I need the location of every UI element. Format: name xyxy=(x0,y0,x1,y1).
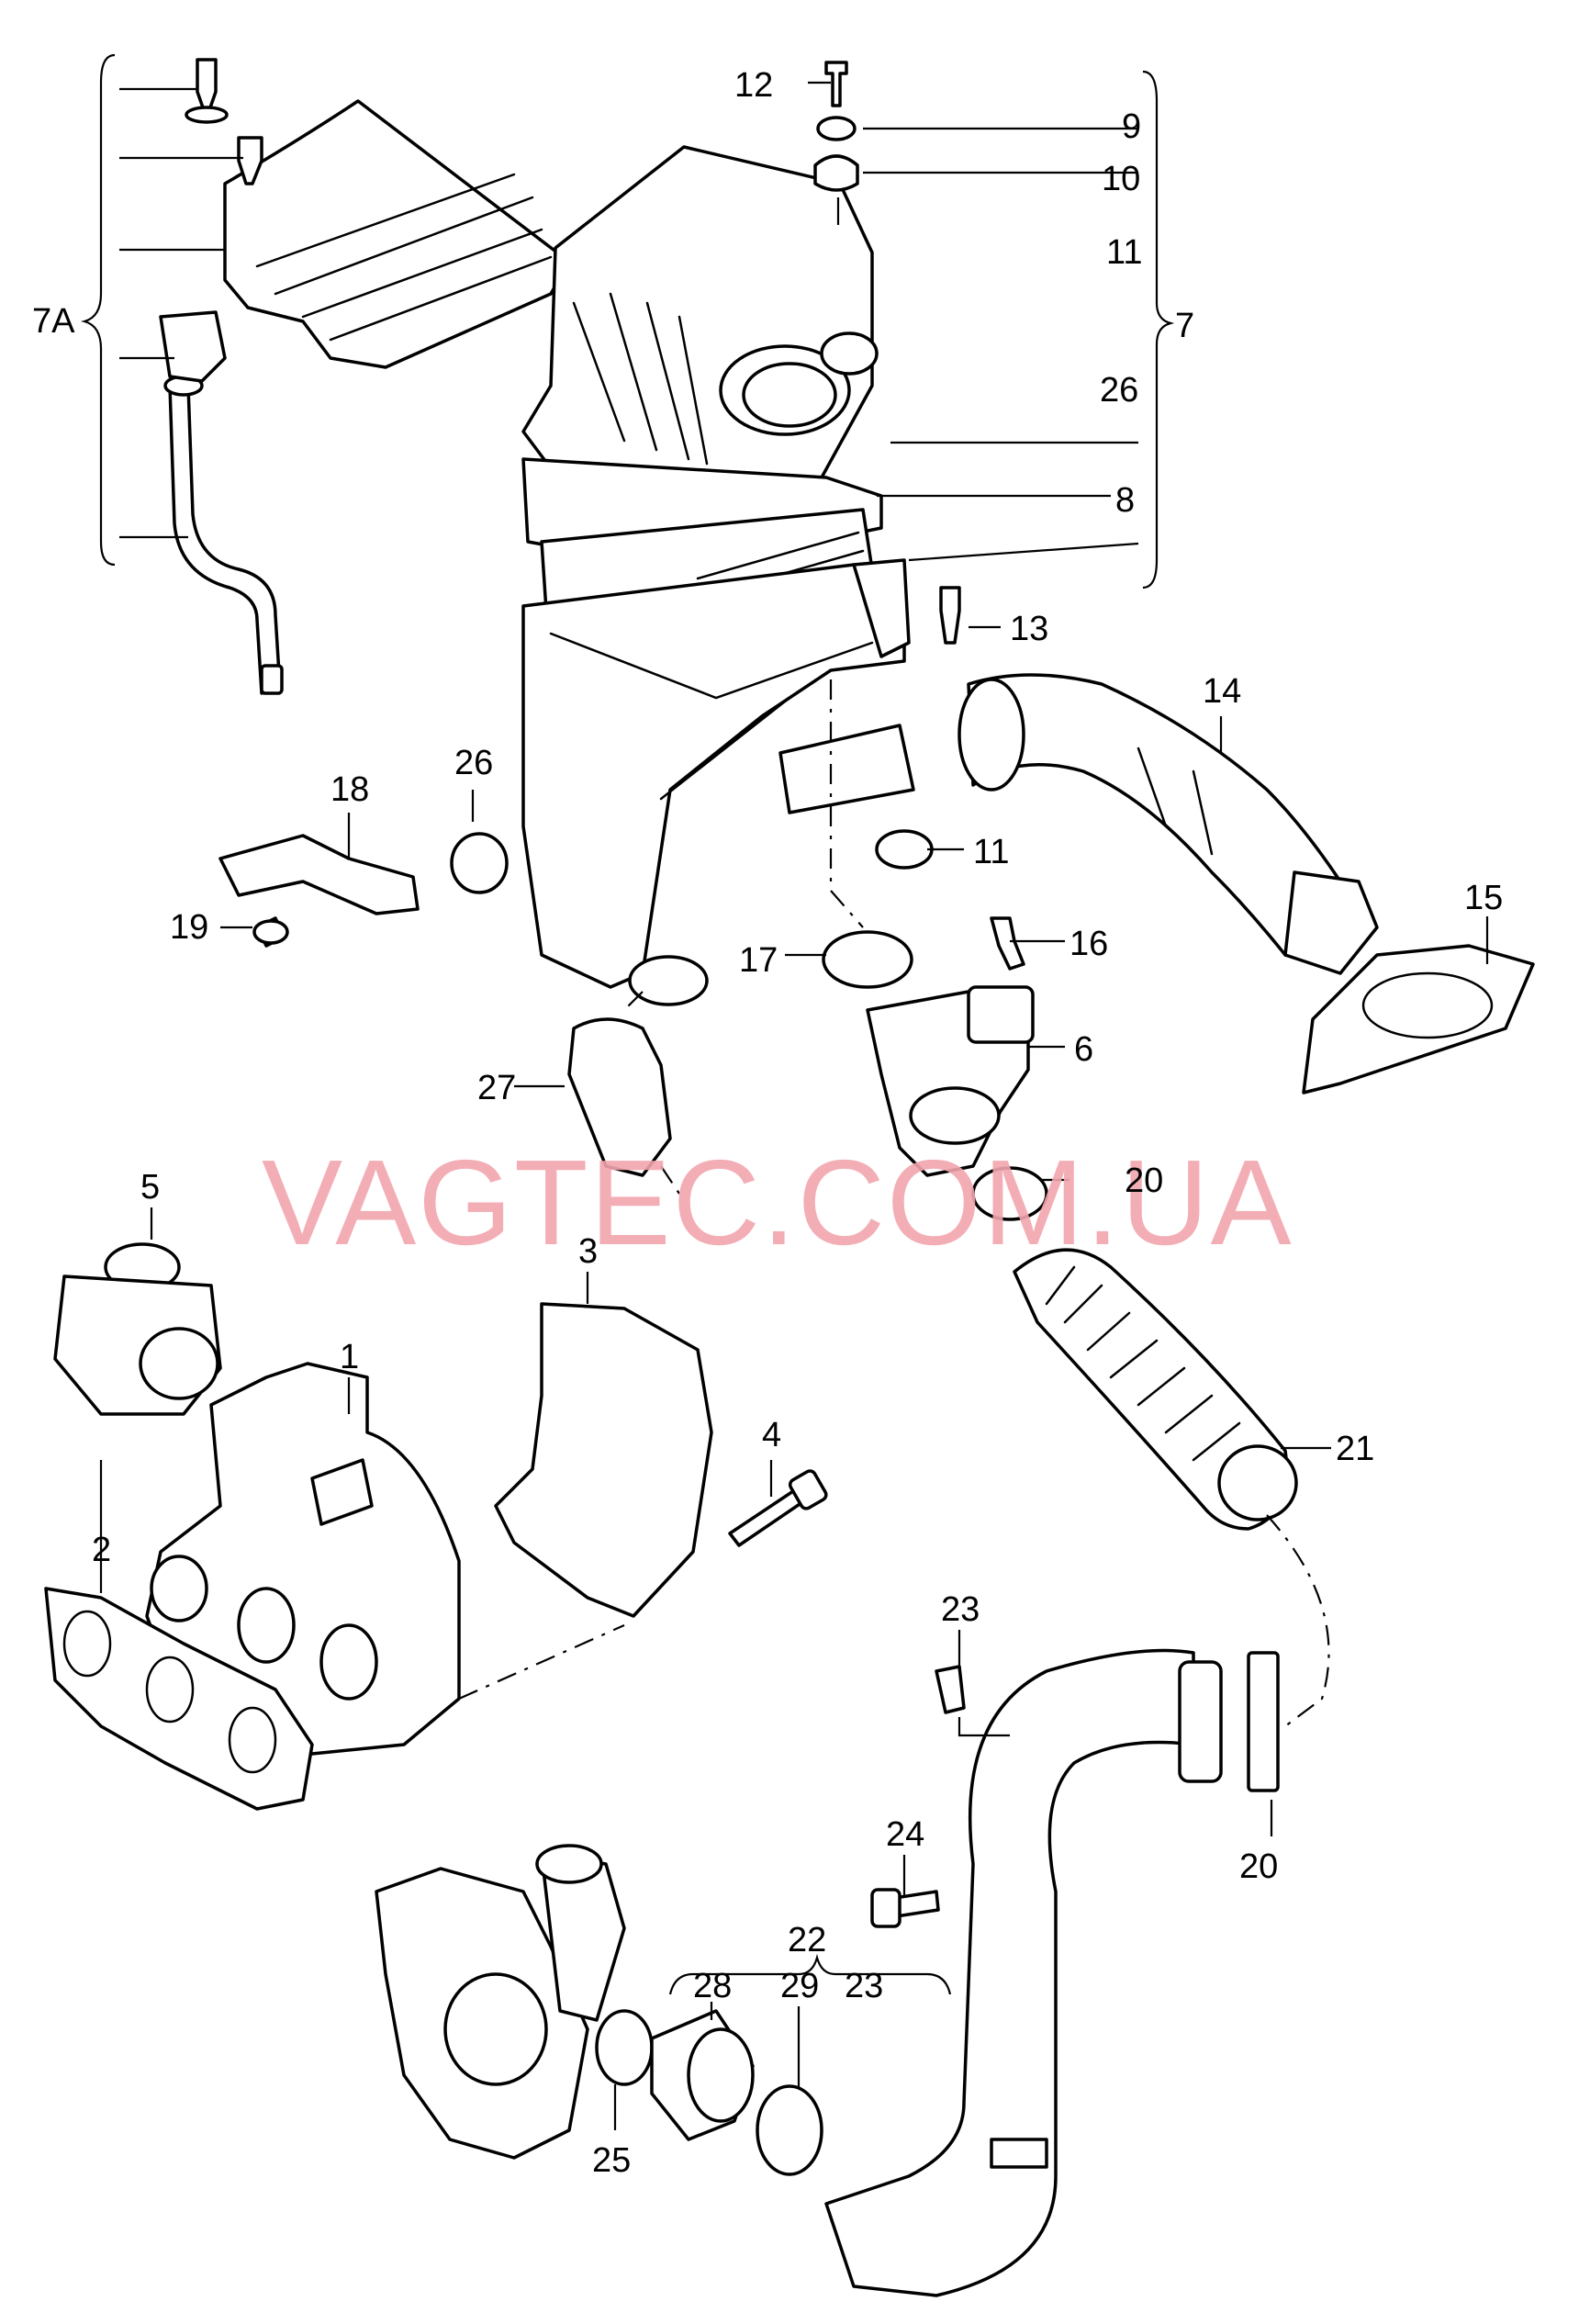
callout-4: 4 xyxy=(762,1416,781,1454)
egr-valve-5 xyxy=(53,1242,222,1416)
clamp-25 xyxy=(595,2009,654,2086)
dash-elbow-cover xyxy=(660,1165,680,1195)
leader-set xyxy=(99,81,1489,2130)
callout-23-top: 23 xyxy=(941,1590,980,1629)
callout-20-upper: 20 xyxy=(1125,1162,1163,1200)
bracket-assembly-18-19-26 xyxy=(218,832,509,948)
callout-14: 14 xyxy=(1203,672,1241,711)
corrugated-hose-21 xyxy=(1013,1248,1298,1531)
flange-15-port xyxy=(1361,971,1494,1039)
flange-15 xyxy=(1302,944,1535,1095)
dash-manifold-bracket xyxy=(458,1623,625,1701)
turbocharger xyxy=(375,1844,626,2160)
charge-air-pipe xyxy=(824,1648,1280,2297)
callout-3: 3 xyxy=(578,1232,598,1271)
callout-11-right: 11 xyxy=(973,833,1009,871)
callout-26-top: 26 xyxy=(1100,371,1138,410)
gasket-2 xyxy=(44,1587,314,1811)
fastener-stack-9-10-12 xyxy=(813,61,859,192)
bracket-7 xyxy=(1142,70,1175,589)
dash-housing-meter xyxy=(829,679,864,928)
callout-25: 25 xyxy=(592,2141,631,2180)
callout-24: 24 xyxy=(886,1815,924,1854)
bracket-7A xyxy=(80,53,116,567)
callout-15: 15 xyxy=(1464,879,1503,917)
callout-29: 29 xyxy=(780,1967,819,2005)
breather-assembly-7A xyxy=(159,58,571,695)
callout-6: 6 xyxy=(1074,1030,1093,1069)
callout-2: 2 xyxy=(92,1531,111,1569)
callout-5: 5 xyxy=(140,1168,160,1207)
callout-8: 8 xyxy=(1115,481,1135,520)
callout-20-lower: 20 xyxy=(1239,1847,1278,1886)
callout-7A: 7A xyxy=(32,302,75,341)
intake-hose-14 xyxy=(957,673,1379,975)
callout-28: 28 xyxy=(693,1967,732,2005)
callout-21: 21 xyxy=(1336,1430,1374,1468)
callout-7: 7 xyxy=(1175,307,1194,345)
callout-12: 12 xyxy=(734,66,773,105)
callout-11-top: 11 xyxy=(1106,233,1142,272)
sleeve-28 xyxy=(650,2009,755,2141)
clamp-29 xyxy=(756,2084,823,2176)
bolt-4-head xyxy=(788,1469,828,1510)
elbow-hose-27 xyxy=(567,1017,672,1177)
bracket-plate-3 xyxy=(494,1302,713,1618)
callout-19: 19 xyxy=(170,908,208,947)
callout-9: 9 xyxy=(1122,107,1141,146)
callout-1: 1 xyxy=(340,1338,359,1376)
air-filter-housing-7 xyxy=(521,145,915,1006)
air-mass-meter-6 xyxy=(866,985,1035,1177)
callout-16: 16 xyxy=(1069,925,1108,963)
callout-17: 17 xyxy=(739,941,778,980)
bracket-22 xyxy=(668,1953,952,1995)
bolt-24-head xyxy=(870,1888,901,1928)
cap-11 xyxy=(875,829,934,870)
callout-10: 10 xyxy=(1102,160,1140,198)
dash-housing-elbow xyxy=(623,991,644,1011)
callout-27: 27 xyxy=(477,1069,516,1107)
screw-16 xyxy=(990,916,1025,971)
o-ring-17 xyxy=(822,930,913,989)
callout-13: 13 xyxy=(1010,610,1048,648)
clamp-20-upper xyxy=(971,1166,1048,1221)
callout-26-left: 26 xyxy=(454,744,493,782)
callout-22: 22 xyxy=(788,1921,826,1959)
intake-manifold-1 xyxy=(145,1362,461,1756)
watermark: VAGTEC.COM.UA xyxy=(262,1135,1293,1270)
dash-hose21-pipe xyxy=(1266,1514,1330,1727)
callout-18: 18 xyxy=(330,770,369,809)
callout-23-lower: 23 xyxy=(845,1967,883,2005)
screw-13 xyxy=(939,586,961,645)
